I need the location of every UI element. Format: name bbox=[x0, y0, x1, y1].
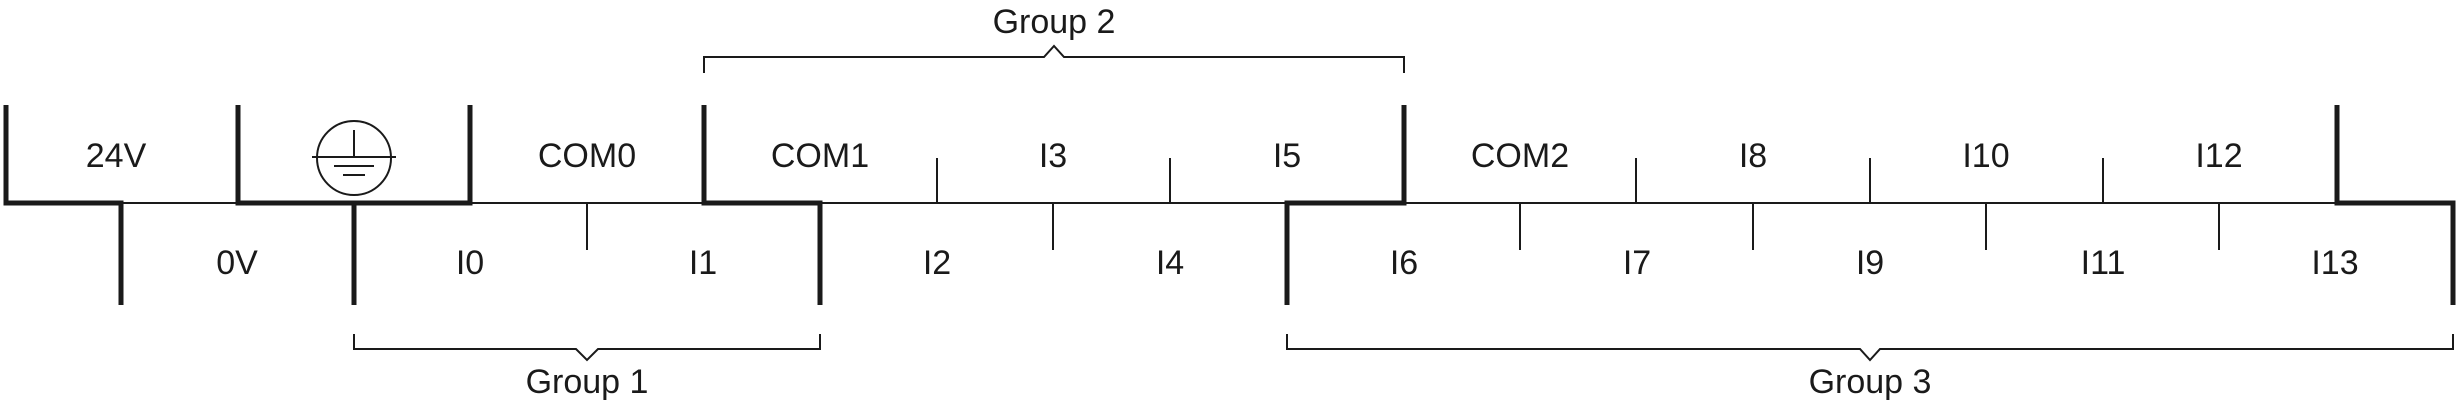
group-3-label: Group 3 bbox=[1809, 363, 1932, 401]
terminal-label-i4: I4 bbox=[1156, 244, 1184, 282]
group-3-bracket bbox=[1286, 334, 2454, 362]
terminal-label-i2: I2 bbox=[923, 244, 951, 282]
terminal-label-i12: I12 bbox=[2195, 137, 2242, 175]
terminal-label-i5: I5 bbox=[1273, 137, 1301, 175]
terminal-label-com2: COM2 bbox=[1471, 137, 1569, 175]
terminal-label-i11: I11 bbox=[2081, 244, 2126, 282]
terminal-label-i13: I13 bbox=[2311, 244, 2358, 282]
protective-earth-icon bbox=[312, 120, 396, 196]
terminal-label-i8: I8 bbox=[1739, 137, 1767, 175]
group-1-label: Group 1 bbox=[526, 363, 649, 401]
terminal-label-com0: COM0 bbox=[538, 137, 636, 175]
group-2-bracket bbox=[703, 44, 1405, 73]
terminal-label-i9: I9 bbox=[1856, 244, 1884, 282]
group-1-bracket bbox=[353, 334, 821, 362]
terminal-label-i0: I0 bbox=[456, 244, 484, 282]
terminal-label-i6: I6 bbox=[1390, 244, 1418, 282]
outline-group2-left bbox=[701, 105, 823, 305]
outline-right-end bbox=[2334, 105, 2456, 305]
terminal-label-i7: I7 bbox=[1623, 244, 1651, 282]
terminal-label-i3: I3 bbox=[1039, 137, 1067, 175]
group-2-label: Group 2 bbox=[993, 3, 1116, 41]
terminal-label-com1: COM1 bbox=[771, 137, 869, 175]
outline-24v-block bbox=[3, 105, 124, 305]
outline-group2-right bbox=[1284, 105, 1407, 305]
terminal-label-i1: I1 bbox=[689, 244, 717, 282]
terminal-label-24v: 24V bbox=[86, 137, 147, 175]
terminal-label-0v: 0V bbox=[216, 244, 258, 282]
terminal-label-i10: I10 bbox=[1962, 137, 2009, 175]
